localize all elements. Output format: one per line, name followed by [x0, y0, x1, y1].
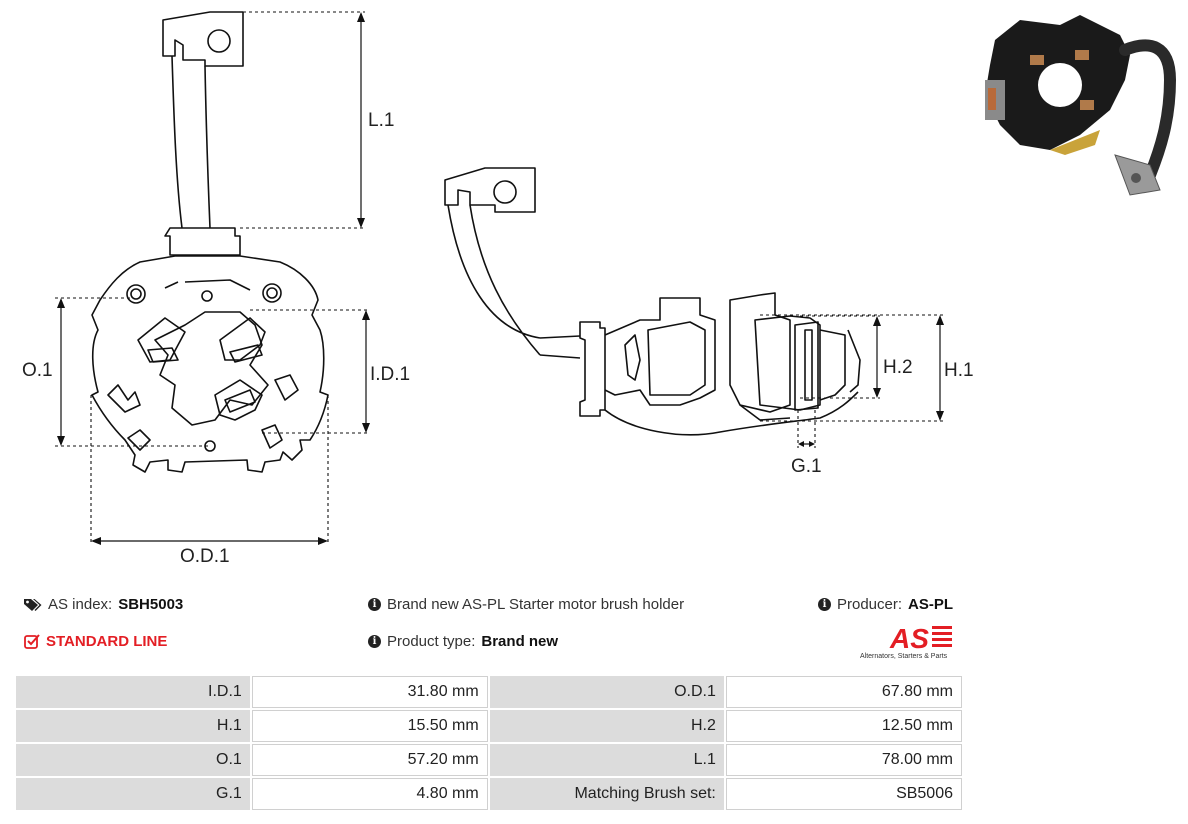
label-od1: O.D.1 [180, 546, 230, 567]
checkbox-icon [24, 634, 40, 649]
spec-key: H.1 [16, 710, 250, 742]
label-g1: G.1 [791, 456, 822, 477]
product-photo [985, 15, 1177, 196]
table-row: G.1 4.80 mm Matching Brush set: SB5006 [16, 778, 962, 810]
spec-value: 31.80 mm [251, 676, 488, 708]
producer-row: i Producer: AS-PL [818, 596, 953, 613]
producer-value: AS-PL [908, 596, 954, 613]
product-type-value: Brand new [481, 633, 559, 650]
as-index-value: SBH5003 [118, 596, 184, 613]
label-h1: H.1 [944, 360, 974, 381]
table-row: H.1 15.50 mm H.2 12.50 mm [16, 710, 962, 742]
label-l1: L.1 [368, 110, 395, 131]
side-terminal-lug [444, 167, 536, 213]
cable [171, 55, 211, 229]
spec-key: G.1 [16, 778, 250, 810]
as-pl-logo: AS [868, 622, 964, 664]
spec-table: I.D.1 31.80 mm O.D.1 67.80 mm H.1 15.50 … [14, 674, 964, 812]
spec-value: 78.00 mm [725, 744, 962, 776]
description-row: i Brand new AS-PL Starter motor brush ho… [368, 596, 684, 613]
label-o1: O.1 [22, 360, 53, 381]
brush-holder-body [91, 255, 329, 473]
spec-key: I.D.1 [16, 676, 250, 708]
producer-label: Producer: [837, 596, 903, 613]
side-cable [447, 204, 541, 356]
terminal-lug [162, 11, 244, 67]
spec-value: 57.20 mm [251, 744, 488, 776]
technical-drawing [55, 11, 1177, 545]
spec-key: H.2 [489, 710, 724, 742]
table-row: O.1 57.20 mm L.1 78.00 mm [16, 744, 962, 776]
standard-line-row: STANDARD LINE [24, 633, 167, 650]
info-icon: i [818, 598, 831, 611]
logo-text: AS [889, 623, 929, 654]
spec-value: 12.50 mm [725, 710, 962, 742]
standard-line-label: STANDARD LINE [46, 633, 168, 650]
spec-key: O.D.1 [489, 676, 724, 708]
product-type-label: Product type: [387, 633, 476, 650]
logo-tagline: Alternators, Starters & Parts [860, 653, 948, 660]
spec-key: Matching Brush set: [489, 778, 724, 810]
product-type-row: i Product type: Brand new [368, 633, 558, 650]
spec-key: L.1 [489, 744, 724, 776]
connector-block [164, 227, 241, 256]
description-text: Brand new AS-PL Starter motor brush hold… [387, 596, 685, 613]
spec-value: SB5006 [725, 778, 962, 810]
spec-value: 4.80 mm [251, 778, 488, 810]
as-index-row: AS index: SBH5003 [24, 596, 183, 613]
info-icon: i [368, 598, 381, 611]
as-index-label: AS index: [48, 596, 113, 613]
info-icon: i [368, 635, 381, 648]
table-row: I.D.1 31.80 mm O.D.1 67.80 mm [16, 676, 962, 708]
inner-cross [154, 311, 269, 426]
spec-value: 15.50 mm [251, 710, 488, 742]
terminal-hole [207, 29, 231, 53]
spec-key: O.1 [16, 744, 250, 776]
label-h2: H.2 [883, 357, 913, 378]
label-id1: I.D.1 [370, 364, 411, 385]
tags-icon [24, 598, 42, 611]
spec-value: 67.80 mm [725, 676, 962, 708]
